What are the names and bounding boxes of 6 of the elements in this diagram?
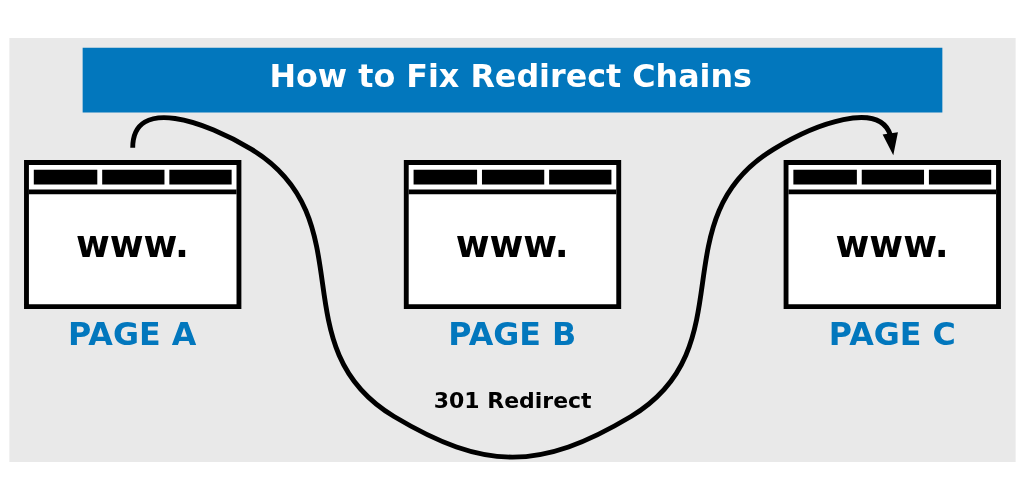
node-label: PAGE B [447, 316, 576, 353]
diagram-title: How to Fix Redirect Chains [268, 58, 752, 95]
arrow [129, 115, 898, 460]
node-label: PAGE A [67, 316, 196, 353]
edge-label: 301 Redirect [433, 388, 592, 414]
node-label: PAGE C [828, 316, 956, 353]
